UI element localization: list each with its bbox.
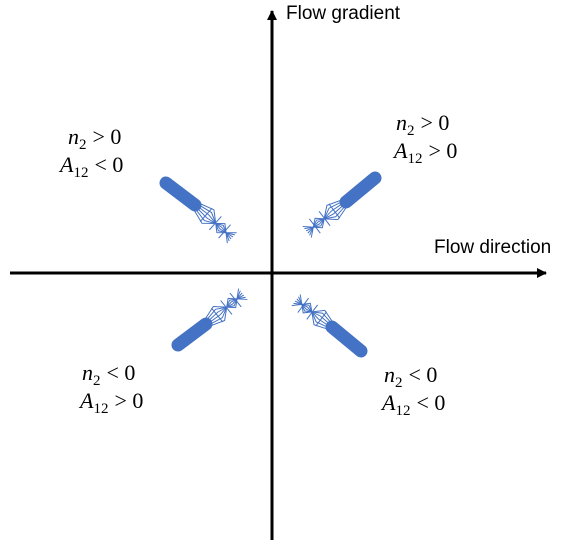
bottom-right-fiber-rod: [291, 294, 368, 358]
fiber-crosslink: [328, 203, 341, 219]
top-right-fiber-rod: [302, 171, 382, 238]
top-left-n2-label: n2> 0: [68, 124, 121, 153]
y-axis-title: Flow gradient: [286, 3, 401, 24]
fiber-crosslink: [315, 311, 328, 327]
rod-segment: [325, 320, 368, 358]
rod-segment: [159, 176, 202, 212]
bottom-left-n2-label: n2< 0: [82, 360, 135, 389]
fiber-crosslink: [208, 216, 222, 231]
fiber-crosslink: [297, 297, 310, 313]
fiber-crosslink: [229, 292, 242, 308]
top-right-a12-label: A12> 0: [392, 138, 457, 167]
top-left-a12-label: A12< 0: [58, 152, 123, 181]
fiber-crosslink: [211, 307, 224, 323]
top-left-fiber-rod: [159, 176, 237, 244]
fiber-strand: [302, 198, 345, 229]
fiber-strand: [208, 297, 248, 328]
rod-segment: [171, 317, 213, 352]
x-axis-title: Flow direction: [434, 237, 551, 258]
fiber-strand: [203, 288, 240, 322]
rod-segment: [339, 171, 382, 209]
fiber-crosslink: [218, 224, 231, 239]
fiber-crosslink: [199, 207, 213, 222]
top-right-n2-label: n2> 0: [396, 110, 449, 139]
fiber-strand: [310, 204, 349, 238]
fiber-crosslink: [308, 218, 321, 234]
bottom-right-a12-label: A12< 0: [380, 390, 445, 419]
bottom-left-fiber-rod: [171, 288, 248, 352]
bottom-left-a12-label: A12> 0: [78, 388, 143, 417]
fiber-crosslink: [318, 211, 331, 226]
fiber-strand: [192, 207, 228, 244]
fiber-crosslink: [220, 300, 233, 315]
fiber-strand: [299, 294, 335, 325]
bottom-right-n2-label: n2< 0: [384, 362, 437, 391]
fiber-crosslink: [306, 304, 319, 320]
